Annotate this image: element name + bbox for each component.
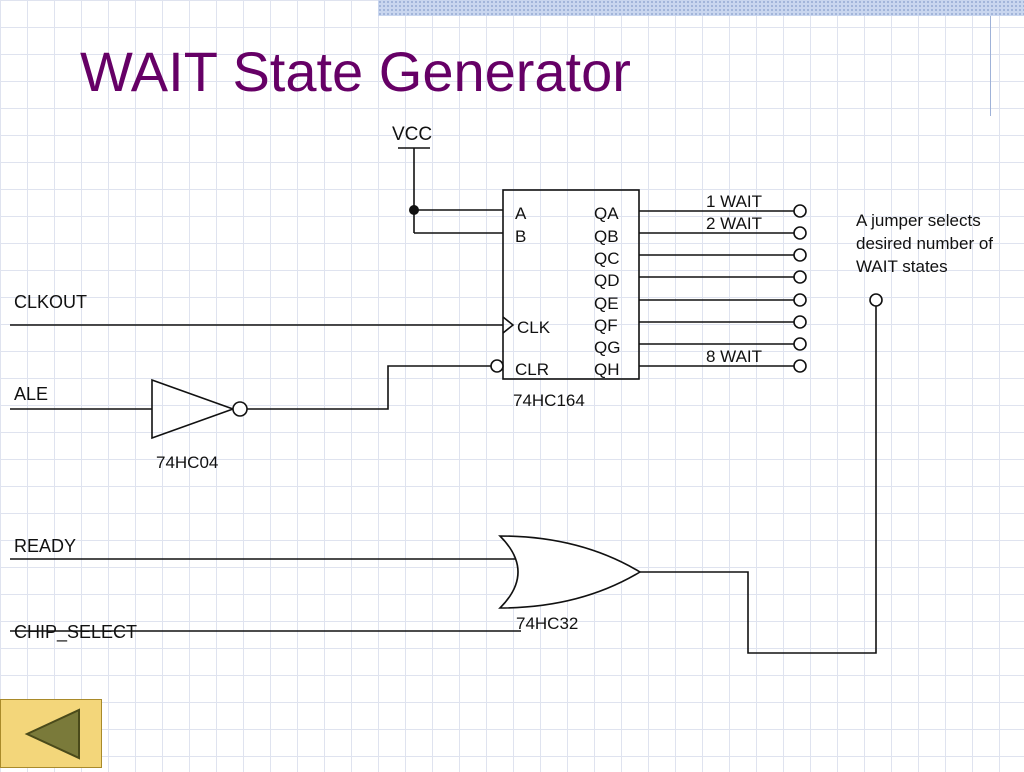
pin-b-label: B: [515, 227, 526, 246]
junction-dot: [409, 205, 419, 215]
shift-register-part-label: 74HC164: [513, 391, 585, 410]
decoration-line: [990, 16, 991, 116]
wait-1-label: 1 WAIT: [706, 192, 762, 211]
pin-qc-label: QC: [594, 249, 620, 268]
jumper-note-line-2: desired number of: [856, 234, 993, 253]
chip-select-label: CHIP_SELECT: [14, 622, 137, 643]
jumper-note-line-1: A jumper selects: [856, 211, 981, 230]
jumper-qg: [793, 337, 807, 351]
vcc-label: VCC: [392, 124, 432, 145]
back-button[interactable]: [0, 699, 102, 768]
left-triangle-icon: [24, 708, 80, 760]
pin-qe-label: QE: [594, 294, 619, 313]
pin-clr-label: CLR: [515, 360, 549, 379]
pin-a-label: A: [515, 204, 527, 223]
inverter-part-label: 74HC04: [156, 453, 218, 472]
jumper-qd: [793, 270, 807, 284]
inverter-74hc04: [151, 378, 236, 440]
pin-qb-label: QB: [594, 227, 619, 246]
slide-title: WAIT State Generator: [80, 40, 631, 103]
pin-qh-label: QH: [594, 360, 620, 379]
pin-qf-label: QF: [594, 316, 618, 335]
jumper-note-line-3: WAIT states: [856, 257, 948, 276]
jumper-common: [869, 293, 883, 307]
wait-2-label: 2 WAIT: [706, 214, 762, 233]
clk-clock-marker: [502, 316, 515, 334]
jumper-qb: [793, 226, 807, 240]
wait-8-label: 8 WAIT: [706, 347, 762, 366]
wait-state-circuit: VCC A B CLK CLR QA QB QC QD QE QF QG QH …: [10, 124, 993, 654]
jumper-qh: [793, 359, 807, 373]
ale-label: ALE: [14, 384, 48, 404]
top-decoration-band: [378, 0, 1024, 16]
ready-label: READY: [14, 536, 76, 556]
pin-clk-label: CLK: [517, 318, 551, 337]
pin-qd-label: QD: [594, 271, 620, 290]
or-gate-part-label: 74HC32: [516, 614, 578, 633]
inverter-bubble: [232, 401, 248, 417]
jumper-qf: [793, 315, 807, 329]
shift-register-box: [502, 189, 640, 380]
clkout-label: CLKOUT: [14, 292, 87, 312]
jumper-qa: [793, 204, 807, 218]
clr-bubble: [490, 359, 504, 373]
jumper-qc: [793, 248, 807, 262]
wire-inverter-to-clr: [247, 365, 491, 410]
jumper-qe: [793, 293, 807, 307]
or-gate-body: [498, 535, 642, 609]
pin-qg-label: QG: [594, 338, 620, 357]
wire-or-output: [640, 304, 877, 654]
pin-qa-label: QA: [594, 204, 619, 223]
